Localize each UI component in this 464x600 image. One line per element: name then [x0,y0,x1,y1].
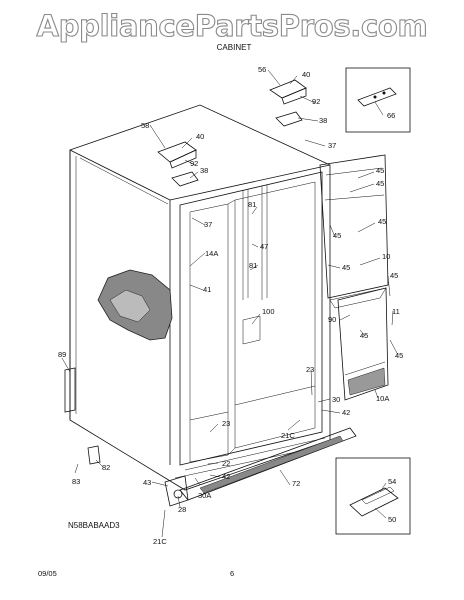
kickplate-grille-72 [179,427,357,501]
callout-42: 42 [342,408,350,417]
callout-45: 45 [333,231,341,240]
watermark-logo: AppliancePartsPros.com [37,9,428,43]
rear-panel-10 [319,154,389,309]
callout-81: 81 [248,200,256,209]
callout-22: 22 [222,459,230,468]
callout-56: 56 [258,65,266,74]
callout-40: 40 [302,70,310,79]
callout-45: 45 [390,271,398,280]
callout-50: 50 [388,515,396,524]
machine-cover-10a [337,287,389,401]
hinge-top-left [157,141,199,187]
callout-10a: 10A [376,394,389,403]
leveling-leg-82 [87,445,101,465]
callout-40: 40 [196,132,204,141]
callout-81: 81 [249,261,257,270]
callout-45: 45 [376,166,384,175]
cabinet-body [69,104,331,491]
callout-43: 43 [143,478,151,487]
callout-30a: 30A [198,491,211,500]
inset-box-66 [345,67,411,133]
callout-30: 30 [332,395,340,404]
callout-37: 37 [328,141,336,150]
callout-38: 38 [200,166,208,175]
roller-bracket-28 [164,475,189,507]
callout-82: 82 [102,463,110,472]
callout-58: 58 [141,121,149,130]
callout-47: 47 [260,242,268,251]
callout-23: 23 [222,419,230,428]
callout-41: 41 [203,285,211,294]
footer-page-number: 6 [230,569,234,578]
callout-92: 92 [190,159,198,168]
callout-83: 83 [72,477,80,486]
part-89-bracket [64,367,76,413]
callout-72: 72 [292,479,300,488]
callout-10: 10 [382,252,390,261]
callout-28: 28 [178,505,186,514]
inset-box-50-54 [335,457,411,535]
callout-38: 38 [319,116,327,125]
diagram-code: N58BABAAD3 [68,521,120,530]
callout-42: 42 [222,472,230,481]
section-title: CABINET [217,43,252,52]
callout-66: 66 [387,111,395,120]
callout-90: 90 [328,315,336,324]
hinge-top-right [269,79,307,127]
leader-lines [61,69,399,538]
callout-89: 89 [58,350,66,359]
callout-37: 37 [204,220,212,229]
callout-45: 45 [378,217,386,226]
callout-45: 45 [342,263,350,272]
part-number-labels: 56 40 92 38 58 40 92 38 66 37 37 45 45 4… [58,65,403,546]
callout-23: 23 [306,365,314,374]
footer-date: 09/05 [38,569,57,578]
callout-45: 45 [376,179,384,188]
callout-45: 45 [395,351,403,360]
callout-100: 100 [262,307,275,316]
callout-21c: 21C [153,537,167,546]
callout-21c: 21C [281,431,295,440]
callout-11: 11 [392,307,400,316]
callout-92: 92 [312,97,320,106]
callout-14a: 14A [205,249,218,258]
callout-54: 54 [388,477,396,486]
callout-45: 45 [360,331,368,340]
